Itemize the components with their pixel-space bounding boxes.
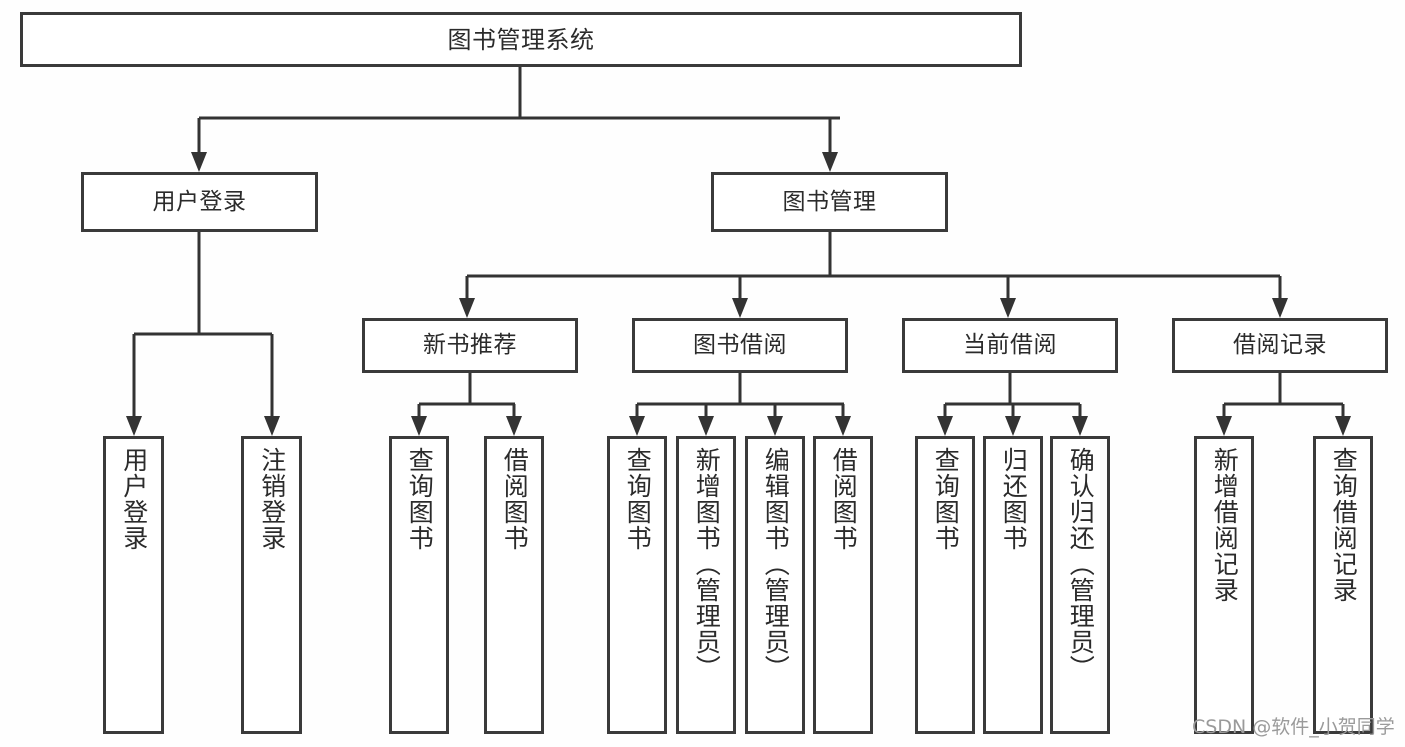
arrowhead-borrow-leaf3 [767, 416, 783, 436]
arrowhead-l3-3 [1000, 298, 1016, 318]
node-leaf-add-book-admin[interactable]: 新增图书（管理员） [676, 436, 736, 734]
node-label: 当前借阅 [963, 332, 1057, 358]
node-leaf-query-book-borrow[interactable]: 查询图书 [607, 436, 667, 734]
arrowhead-userlogin-leaf2 [264, 416, 280, 436]
arrowhead-borrow-leaf2 [698, 416, 714, 436]
node-label: 借阅记录 [1233, 332, 1327, 358]
node-leaf-query-book-recommend[interactable]: 查询图书 [389, 436, 449, 734]
node-label: 图书借阅 [693, 332, 787, 358]
node-label: 新增借阅记录 [1210, 447, 1240, 603]
node-label: 图书管理系统 [447, 25, 595, 54]
node-label: 注销登录 [257, 447, 287, 551]
node-root-book-management-system[interactable]: 图书管理系统 [20, 12, 1022, 67]
node-new-book-recommend[interactable]: 新书推荐 [362, 318, 578, 373]
arrowhead-current-leaf2 [1005, 416, 1021, 436]
arrowhead-recommend-leaf2 [506, 416, 522, 436]
node-current-borrow[interactable]: 当前借阅 [902, 318, 1118, 373]
arrowhead-book-mgmt [822, 152, 838, 172]
node-label: 用户登录 [152, 188, 247, 215]
node-leaf-borrow-book[interactable]: 借阅图书 [813, 436, 873, 734]
node-leaf-borrow-book-recommend[interactable]: 借阅图书 [484, 436, 544, 734]
arrowhead-l3-4 [1272, 298, 1288, 318]
node-label: 新增图书（管理员） [692, 447, 722, 681]
node-label: 确认归还（管理员） [1066, 447, 1096, 681]
node-leaf-return-book[interactable]: 归还图书 [983, 436, 1043, 734]
node-leaf-user-login[interactable]: 用户登录 [103, 436, 164, 734]
arrowhead-current-leaf3 [1072, 416, 1088, 436]
arrowhead-borrow-leaf1 [629, 416, 645, 436]
node-label: 归还图书 [999, 447, 1029, 551]
node-label: 查询图书 [623, 447, 653, 551]
node-label: 新书推荐 [423, 332, 517, 358]
node-book-management[interactable]: 图书管理 [711, 172, 948, 232]
node-label: 用户登录 [119, 447, 149, 551]
node-leaf-add-borrow-record[interactable]: 新增借阅记录 [1194, 436, 1254, 734]
node-label: 编辑图书（管理员） [761, 447, 791, 681]
arrowheads [126, 152, 1351, 436]
arrowhead-l3-1 [459, 298, 475, 318]
node-user-login[interactable]: 用户登录 [81, 172, 318, 232]
node-book-borrow[interactable]: 图书借阅 [632, 318, 848, 373]
node-leaf-query-book-current[interactable]: 查询图书 [915, 436, 975, 734]
node-label: 查询图书 [931, 447, 961, 551]
arrowhead-borrow-leaf4 [835, 416, 851, 436]
node-leaf-query-borrow-record[interactable]: 查询借阅记录 [1313, 436, 1373, 734]
node-label: 借阅图书 [829, 447, 859, 551]
arrowhead-userlogin-leaf1 [126, 416, 142, 436]
node-leaf-edit-book-admin[interactable]: 编辑图书（管理员） [745, 436, 805, 734]
arrowhead-record-leaf2 [1335, 416, 1351, 436]
arrowhead-user-login [191, 152, 207, 172]
arrowhead-record-leaf1 [1216, 416, 1232, 436]
node-label: 借阅图书 [500, 447, 530, 551]
node-label: 查询借阅记录 [1329, 447, 1359, 603]
node-leaf-confirm-return-admin[interactable]: 确认归还（管理员） [1050, 436, 1110, 734]
node-borrow-record[interactable]: 借阅记录 [1172, 318, 1388, 373]
arrowhead-current-leaf1 [937, 416, 953, 436]
node-label: 图书管理 [782, 188, 877, 215]
arrowhead-recommend-leaf1 [411, 416, 427, 436]
node-leaf-logout[interactable]: 注销登录 [241, 436, 302, 734]
node-label: 查询图书 [405, 447, 435, 551]
arrowhead-l3-2 [732, 298, 748, 318]
